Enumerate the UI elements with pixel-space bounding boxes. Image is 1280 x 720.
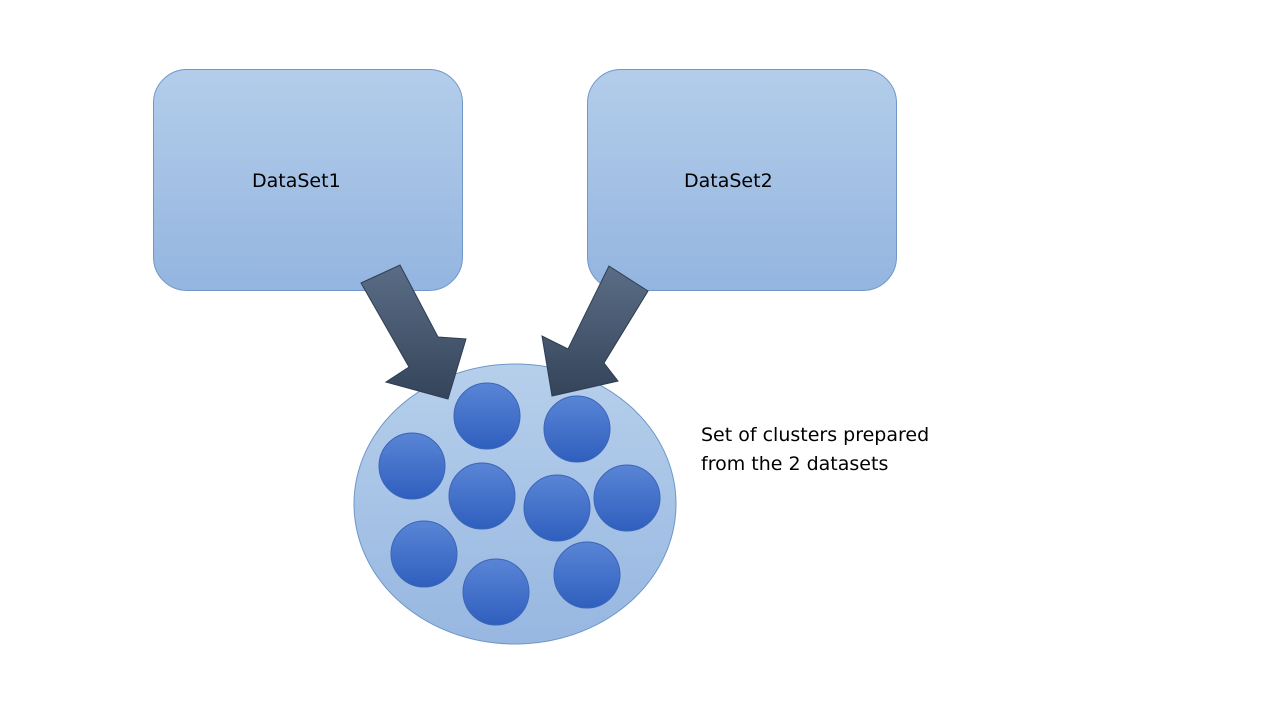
dataset1-box [153,69,463,291]
cluster-circle [453,382,521,450]
clusters-caption: Set of clusters prepared from the 2 data… [701,421,981,479]
caption-line-2: from the 2 datasets [701,453,889,475]
cluster-circle [593,464,661,532]
cluster-circle [390,520,458,588]
cluster-circle [523,474,591,542]
cluster-circle [462,558,530,626]
dataset2-box [587,69,897,291]
cluster-group [378,382,661,626]
dataset2-label: DataSet2 [684,170,773,192]
dataset1-label: DataSet1 [252,170,341,192]
arrow-dataset2-to-clusters [541,265,649,397]
cluster-circle [378,432,446,500]
cluster-circle [448,462,516,530]
cluster-circle [553,541,621,609]
arrow-dataset1-to-clusters [360,264,467,400]
caption-line-1: Set of clusters prepared [701,424,930,446]
cluster-circle [543,395,611,463]
